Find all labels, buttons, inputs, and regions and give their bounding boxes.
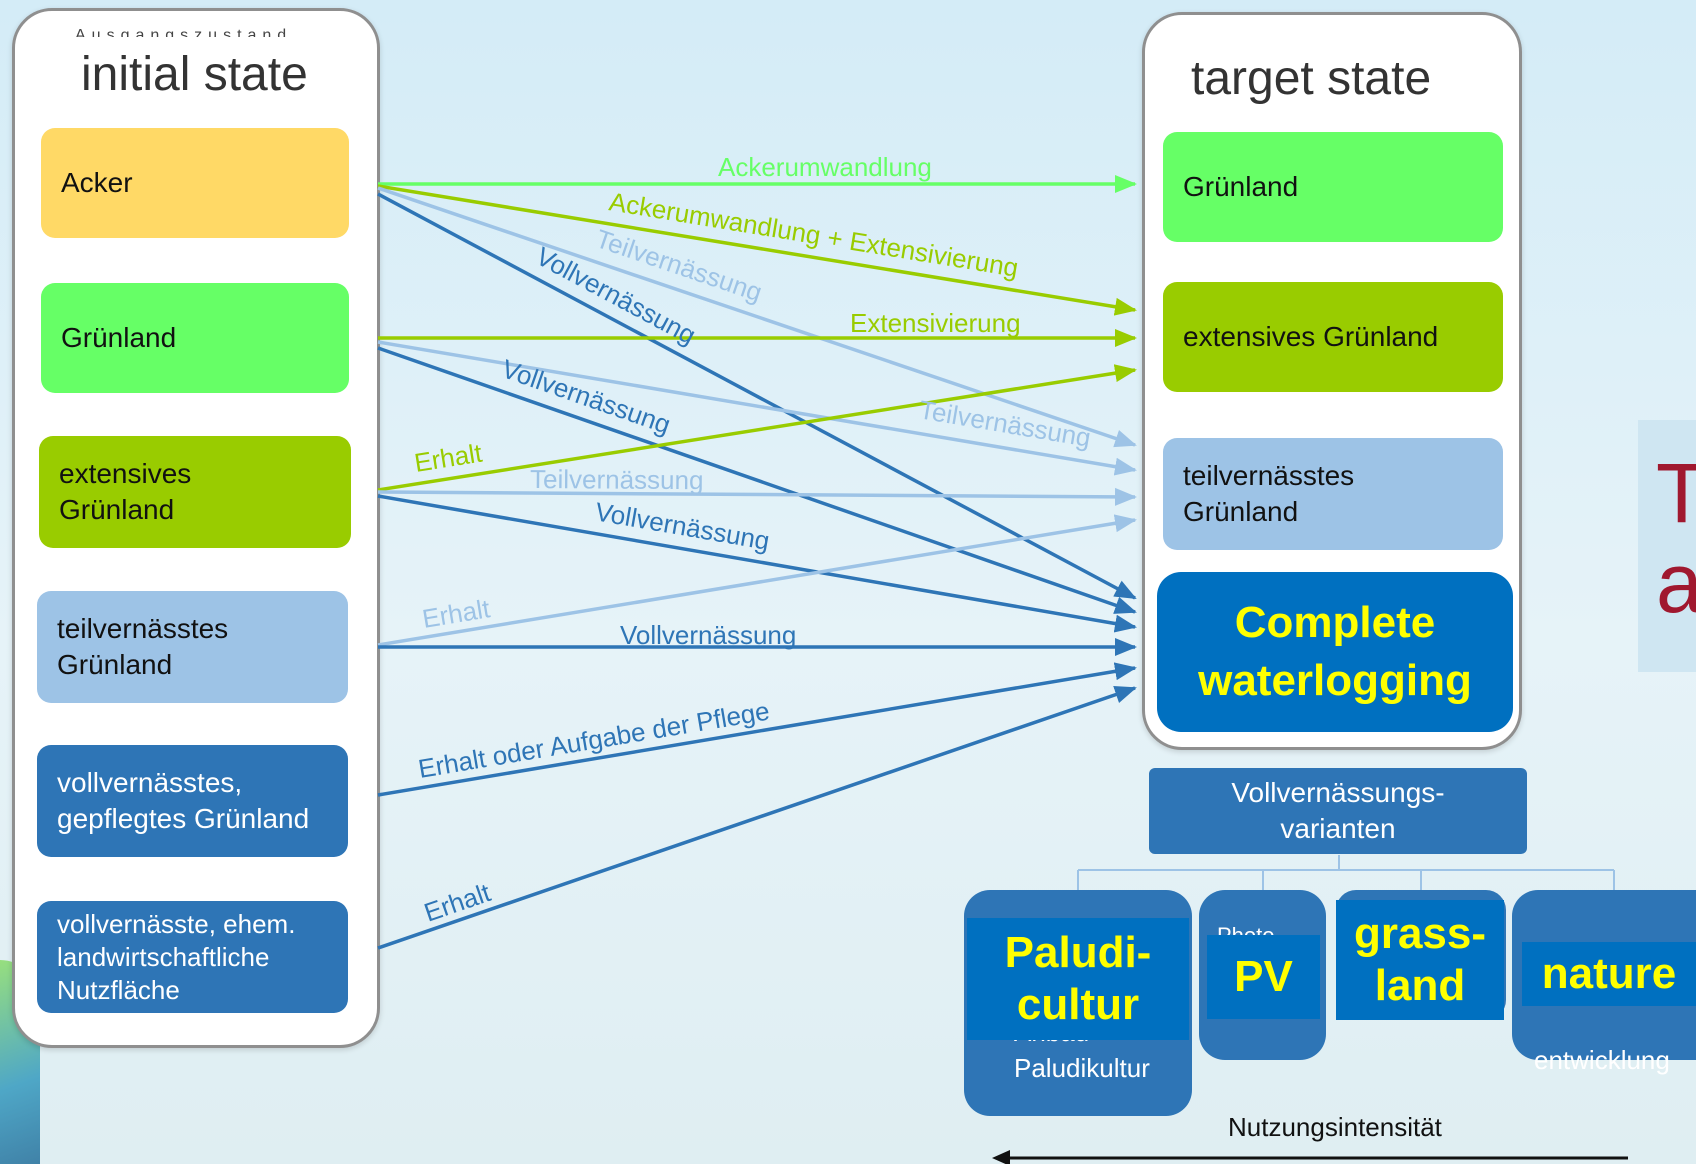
initial-item-teilvernaesstes-gruenland: teilvernässtes Grünland xyxy=(37,591,348,703)
transition-arrow xyxy=(377,487,1137,506)
transition-label: Extensivierung xyxy=(850,308,1021,338)
transition-arrow xyxy=(377,184,1137,316)
target-item-teilvernaesstes-gruenland: teilvernässtes Grünland xyxy=(1163,438,1503,550)
initial-item-extensives-gruenland: extensives Grünland xyxy=(39,436,351,548)
variant-pv-overlay: PV xyxy=(1207,935,1320,1019)
initial-item-vollvernaesste-flaeche: vollvernässte, ehem. landwirtschaftliche… xyxy=(37,901,348,1013)
variant-paludicultur-overlay: Paludi- cultur xyxy=(967,918,1189,1040)
transition-arrow xyxy=(377,364,1137,492)
variant-grassland-overlay: grass- land xyxy=(1336,900,1504,1020)
side-title-text: T a xyxy=(1656,446,1696,630)
initial-faint-header: Ausgangszustand xyxy=(75,27,293,37)
initial-state-title: initial state xyxy=(81,48,308,101)
variants-header: Vollvernässungs- varianten xyxy=(1149,768,1527,854)
transition-label: Teilvernässung xyxy=(530,464,704,495)
transition-arrow xyxy=(377,662,1137,797)
intensity-label: Nutzungsintensität xyxy=(1228,1112,1442,1142)
target-item-gruenland: Grünland xyxy=(1163,132,1503,242)
variant-nature-undertext: Nutzungs- entwicklung xyxy=(1534,945,1670,1075)
transition-arrow xyxy=(377,192,1137,600)
initial-item-gruenland: Grünland xyxy=(41,283,349,393)
transition-arrow xyxy=(377,494,1137,633)
complete-waterlogging-box: Complete waterlogging xyxy=(1157,572,1513,732)
transition-arrow xyxy=(377,186,1137,448)
target-item-extensives-gruenland: extensives Grünland xyxy=(1163,282,1503,392)
transition-arrow xyxy=(377,346,1137,614)
transition-arrow xyxy=(377,685,1137,950)
initial-item-acker: Acker xyxy=(41,128,349,238)
variant-nature-overlay: nature xyxy=(1522,942,1696,1006)
transition-arrow xyxy=(377,514,1137,647)
initial-item-vollvernaesstes-gruenland: vollvernässtes, gepflegtes Grünland xyxy=(37,745,348,857)
transition-label: Vollvernässung xyxy=(620,620,796,650)
side-title-panel: T a xyxy=(1638,420,1696,672)
intensity-arrowhead xyxy=(992,1150,1010,1164)
transition-label: Ackerumwandlung xyxy=(718,152,932,182)
transition-arrow xyxy=(377,340,1137,476)
target-state-title: target state xyxy=(1191,52,1432,105)
